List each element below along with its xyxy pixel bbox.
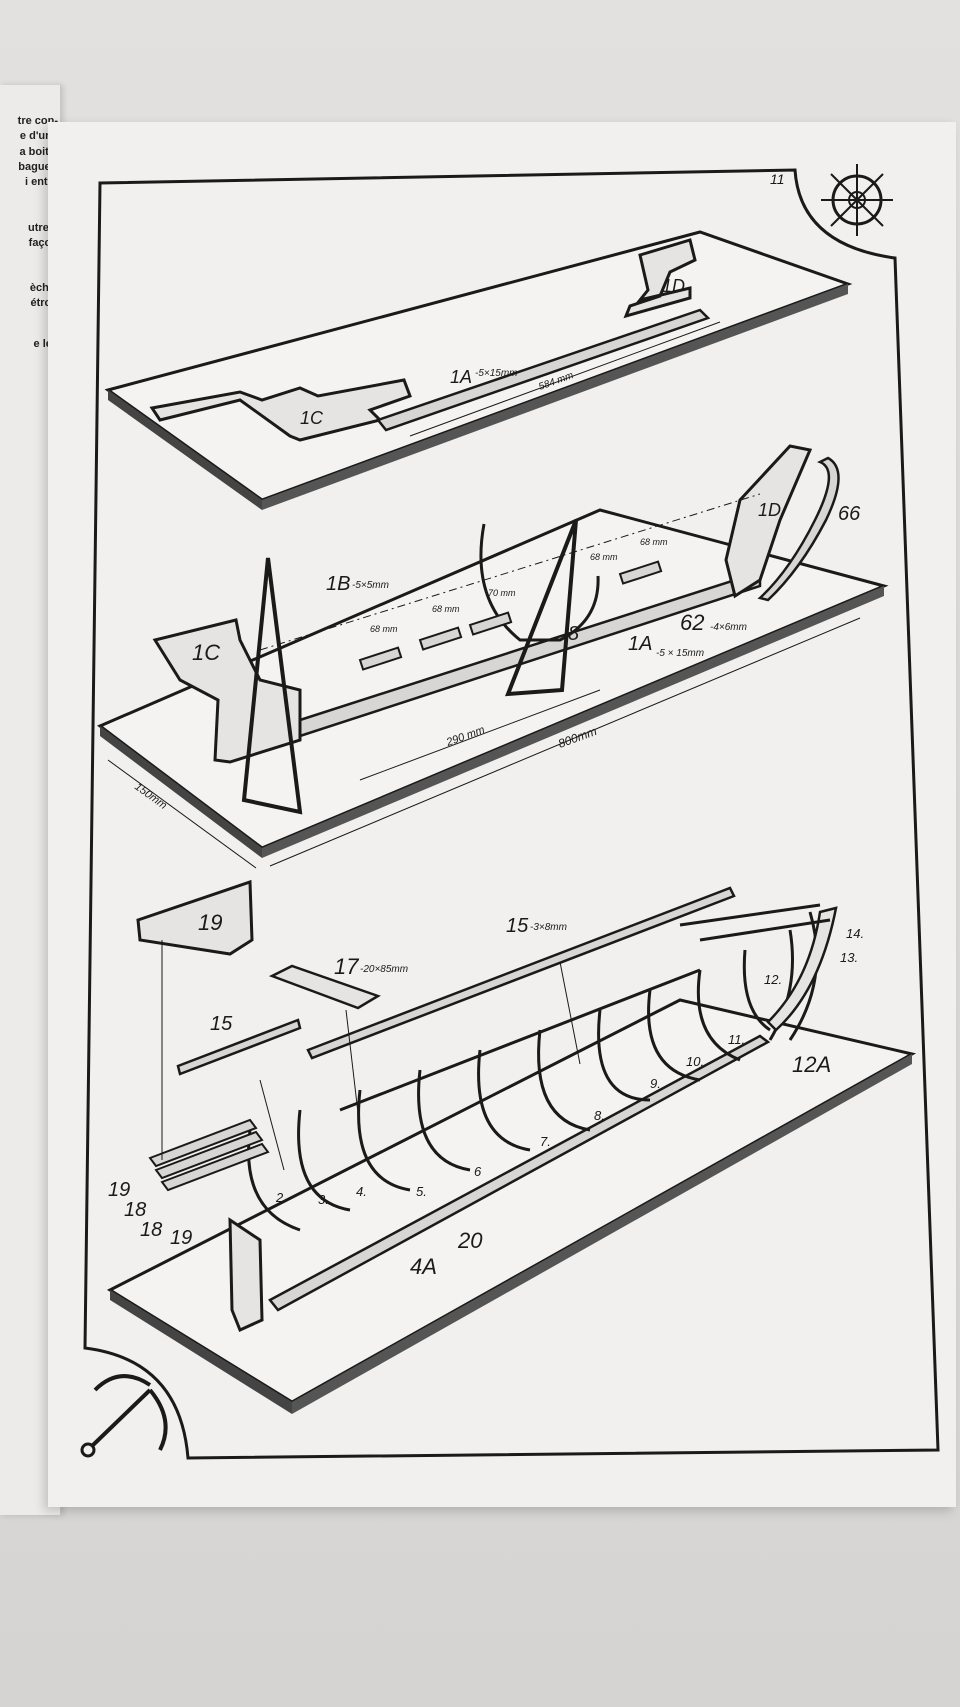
baseboard-bottom-edge2 (292, 1054, 912, 1414)
label-62-dim: -4×6mm (710, 622, 747, 633)
label-68mm-b: 68 mm (432, 604, 460, 614)
part-1b-block (468, 611, 513, 636)
part-8-frame (479, 523, 600, 642)
bottom-panel: 19 15 -3×8mm 17 -20×85mm 15 14. 13. 12. … (106, 879, 917, 1414)
label-66: 66 (838, 503, 861, 525)
dim-line-150 (107, 759, 257, 869)
label-1a-top-dim: -5×15mm (475, 368, 518, 379)
label-1a-mid-dim: -5 × 15mm (656, 648, 704, 659)
part-1c-profile (152, 618, 302, 764)
label-68mm-c: 68 mm (590, 552, 618, 562)
label-19-top: 19 (198, 910, 222, 935)
part-1d-profile (724, 444, 813, 599)
anchor-icon (80, 1374, 168, 1458)
part-19-block (136, 879, 254, 956)
label-1c-mid: 1C (192, 640, 220, 665)
dim-line-800 (269, 617, 861, 867)
label-20: 20 (457, 1228, 483, 1253)
label-18a: 18 (124, 1199, 146, 1221)
ship-wheel-icon (821, 164, 893, 236)
part-1b-block (358, 646, 403, 671)
dim-line-290 (359, 689, 601, 781)
label-2: 2. (275, 1190, 287, 1205)
label-1d-mid: 1D (758, 500, 781, 520)
label-1d-top: 1D (662, 276, 685, 296)
label-4a: 4A (410, 1254, 437, 1279)
label-9: 9. (650, 1076, 661, 1091)
part-1d-flat (623, 238, 697, 319)
part-15-short (176, 1018, 302, 1076)
part-66 (757, 456, 840, 602)
label-4: 4. (356, 1184, 367, 1199)
page-number: 11 (770, 171, 785, 187)
bow-stem (766, 906, 838, 1032)
label-15-top-dim: -3×8mm (530, 922, 567, 933)
label-62: 62 (680, 610, 704, 635)
hull-keel (268, 1034, 771, 1312)
label-70mm: 70 mm (488, 588, 516, 598)
label-1b: 1B (326, 573, 350, 595)
label-19b: 19 (170, 1227, 192, 1249)
label-6: 6 (474, 1164, 482, 1179)
label-1a-top: 1A (450, 367, 472, 387)
label-15-left: 15 (210, 1013, 233, 1035)
part-1b-block (418, 626, 463, 651)
label-17: 17 (334, 954, 359, 979)
label-1a-mid: 1A (628, 633, 652, 655)
label-3: 3. (318, 1192, 329, 1207)
middle-panel: 1B -5×5mm 68 mm 68 mm 70 mm 68 mm 68 mm … (97, 444, 889, 869)
triangle-support-right (504, 519, 578, 697)
page-border (83, 168, 940, 1460)
left-page-text-fragment: tre con- (17, 115, 58, 127)
baseboard-top-edge (108, 390, 262, 510)
label-11: 11. (728, 1032, 745, 1047)
baseboard-top-edge2 (262, 284, 848, 510)
baseboard-mid-edge (100, 726, 262, 858)
dim-line-584 (409, 321, 721, 437)
label-150mm: 150mm (132, 781, 169, 812)
label-1c-top: 1C (300, 408, 324, 428)
label-8-mid: 8 (568, 623, 579, 645)
guide-line (259, 493, 761, 651)
part-1b-block (618, 560, 663, 585)
part-1a-flat (375, 308, 711, 432)
label-1b-dim: -5×5mm (352, 580, 389, 591)
label-10: 10. (686, 1054, 704, 1069)
stern-blocks (148, 1118, 270, 1192)
triangle-support-left (241, 557, 303, 815)
assembly-arrows (161, 940, 581, 1171)
label-5: 5. (416, 1184, 427, 1199)
hull-frames (247, 911, 819, 1232)
label-68mm-a: 68 mm (370, 624, 398, 634)
label-12: 12. (764, 972, 782, 987)
top-panel: 1D 1A -5×15mm 584 mm 1C (104, 230, 853, 510)
baseboard-top (104, 230, 853, 502)
label-15-top: 15 (506, 915, 529, 937)
baseboard-mid-edge2 (262, 586, 884, 858)
part-1c-flat (149, 378, 412, 442)
deck-beams (339, 903, 831, 1112)
label-12a: 12A (792, 1052, 831, 1077)
stern-post (228, 1217, 264, 1333)
label-14: 14. (846, 926, 864, 941)
label-13: 13. (840, 950, 858, 965)
baseboard-bottom-edge (110, 1290, 292, 1414)
label-18b: 18 (140, 1219, 162, 1241)
label-68mm-d: 68 mm (640, 537, 668, 547)
label-17-dim: -20×85mm (360, 964, 408, 975)
label-7: 7. (540, 1134, 551, 1149)
label-8: 8. (594, 1108, 605, 1123)
part-15-strip (306, 886, 736, 1060)
part-17-plank (268, 964, 381, 1010)
label-19a: 19 (108, 1179, 130, 1201)
